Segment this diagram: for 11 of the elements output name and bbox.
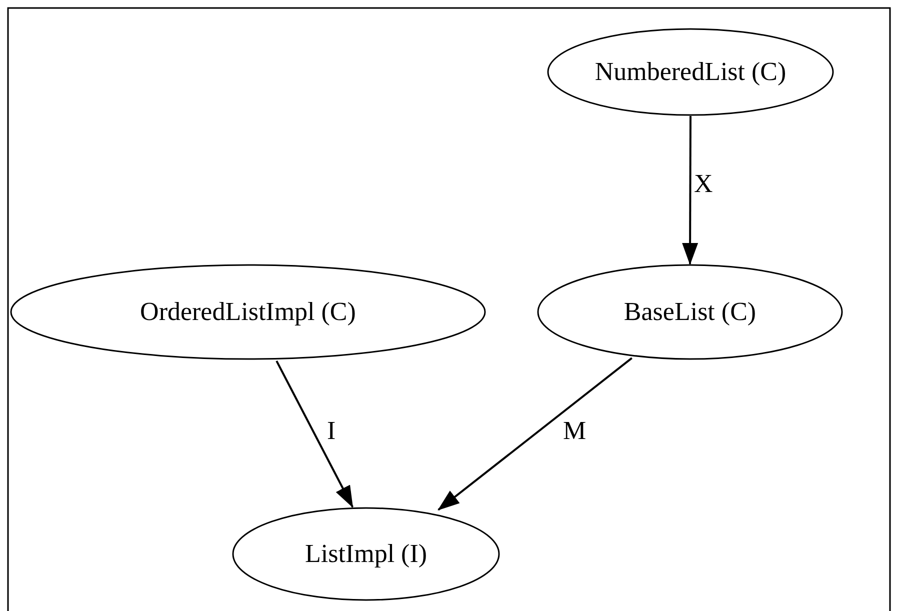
arrow xyxy=(276,360,354,508)
ellipse-node xyxy=(232,507,500,601)
arrow xyxy=(438,357,632,511)
node-label: NumberedList (C) xyxy=(594,57,786,87)
node-label: OrderedListImpl (C) xyxy=(140,297,356,327)
arrow xyxy=(682,116,698,265)
ellipse-node xyxy=(10,264,486,360)
ellipse-node xyxy=(547,28,834,116)
node-label: ListImpl (I) xyxy=(304,539,428,569)
node-label: BaseList (C) xyxy=(624,297,756,327)
ellipse-node xyxy=(537,264,843,360)
